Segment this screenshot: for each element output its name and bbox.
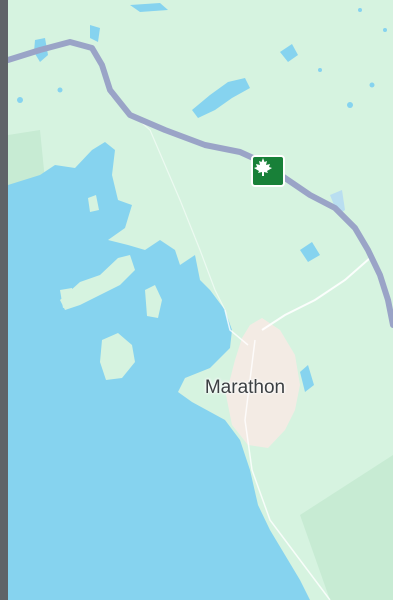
park-area-west xyxy=(8,130,45,190)
frame-edge xyxy=(0,0,8,600)
place-label-marathon[interactable]: Marathon xyxy=(204,377,286,398)
minor-road xyxy=(224,309,249,346)
pond xyxy=(358,8,362,12)
minor-road xyxy=(244,339,331,600)
lake xyxy=(280,44,298,62)
island-north xyxy=(88,195,99,212)
lake xyxy=(300,242,320,262)
minor-road xyxy=(261,257,371,331)
pond xyxy=(369,82,375,88)
island-tiny xyxy=(60,288,75,308)
maple-leaf-icon xyxy=(254,158,272,176)
minor-road xyxy=(109,94,226,311)
peninsula xyxy=(60,255,135,310)
pond xyxy=(17,97,23,103)
highway-route[interactable] xyxy=(5,39,393,328)
pond xyxy=(347,102,353,108)
lake xyxy=(130,3,168,12)
island-small xyxy=(145,285,162,318)
lake xyxy=(330,190,345,215)
pond xyxy=(383,28,387,32)
lake xyxy=(90,25,100,42)
pond xyxy=(57,87,63,93)
town-area xyxy=(226,318,300,448)
island-large xyxy=(100,333,135,380)
pond xyxy=(318,68,322,72)
lake xyxy=(300,365,314,392)
lake xyxy=(192,78,250,118)
route-shield-badge[interactable] xyxy=(251,155,285,187)
park-area xyxy=(300,455,393,600)
bay-water xyxy=(8,142,310,600)
